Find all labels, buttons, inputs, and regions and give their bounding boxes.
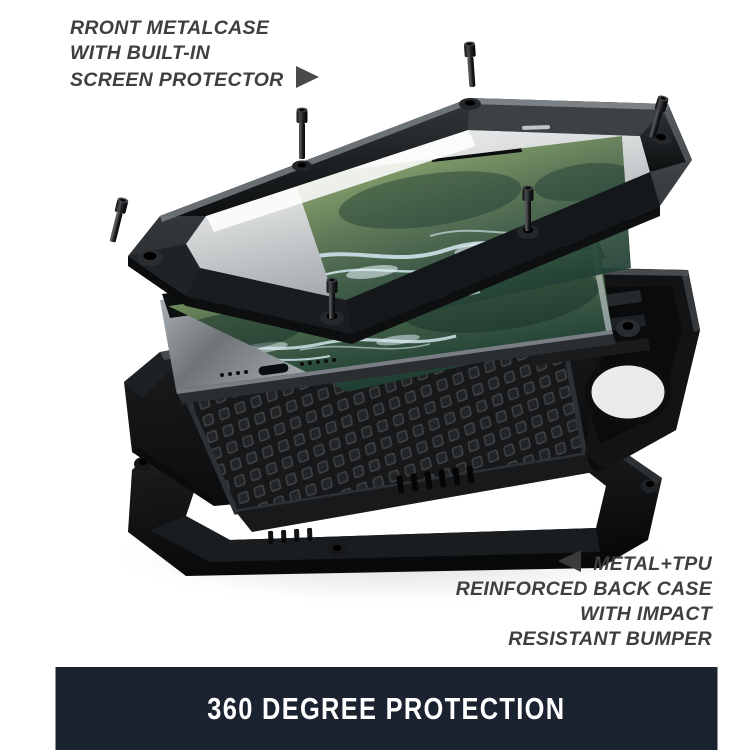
screw-upper-left — [296, 107, 308, 159]
arrow-right-icon — [295, 66, 319, 88]
back-case-callout-line-1-wrap: METAL+TPU — [456, 550, 712, 577]
screw-top-center — [463, 41, 476, 88]
front-case-callout-line-3-wrap: SCREEN PROTECTOR — [70, 66, 319, 93]
screw-top-right — [649, 95, 669, 139]
screw-mid-right — [522, 185, 534, 231]
back-case-callout-line-3: WITH IMPACT — [580, 603, 712, 625]
screw-glass-lower — [326, 277, 338, 319]
phone-bottom-ports — [220, 358, 336, 377]
front-case-callout-line-2: WITH BUILT-IN — [70, 42, 211, 64]
back-case-callout: METAL+TPU REINFORCED BACK CASE WITH IMPA… — [456, 550, 712, 652]
back-case-callout-line-1: METAL+TPU — [593, 553, 712, 575]
banner-headline: 360 DEGREE PROTECTION — [207, 690, 566, 726]
arrow-left-icon — [558, 550, 582, 572]
screw-set — [109, 41, 669, 319]
front-case-callout-line-1: RRONT METALCASE — [70, 17, 270, 39]
back-case-callout-line-2: REINFORCED BACK CASE — [455, 578, 712, 600]
front-case-callout: RRONT METALCASE WITH BUILT-IN SCREEN PRO… — [70, 16, 319, 93]
back-case-callout-line-4: RESISTANT BUMPER — [508, 628, 712, 650]
screw-left-corner — [109, 197, 129, 243]
bottom-banner: 360 DEGREE PROTECTION — [55, 667, 718, 750]
front-case-callout-line-3: SCREEN PROTECTOR — [70, 69, 284, 91]
front-metal-frame-with-screen-protector — [128, 98, 692, 344]
kickstand-bracket — [520, 268, 700, 470]
